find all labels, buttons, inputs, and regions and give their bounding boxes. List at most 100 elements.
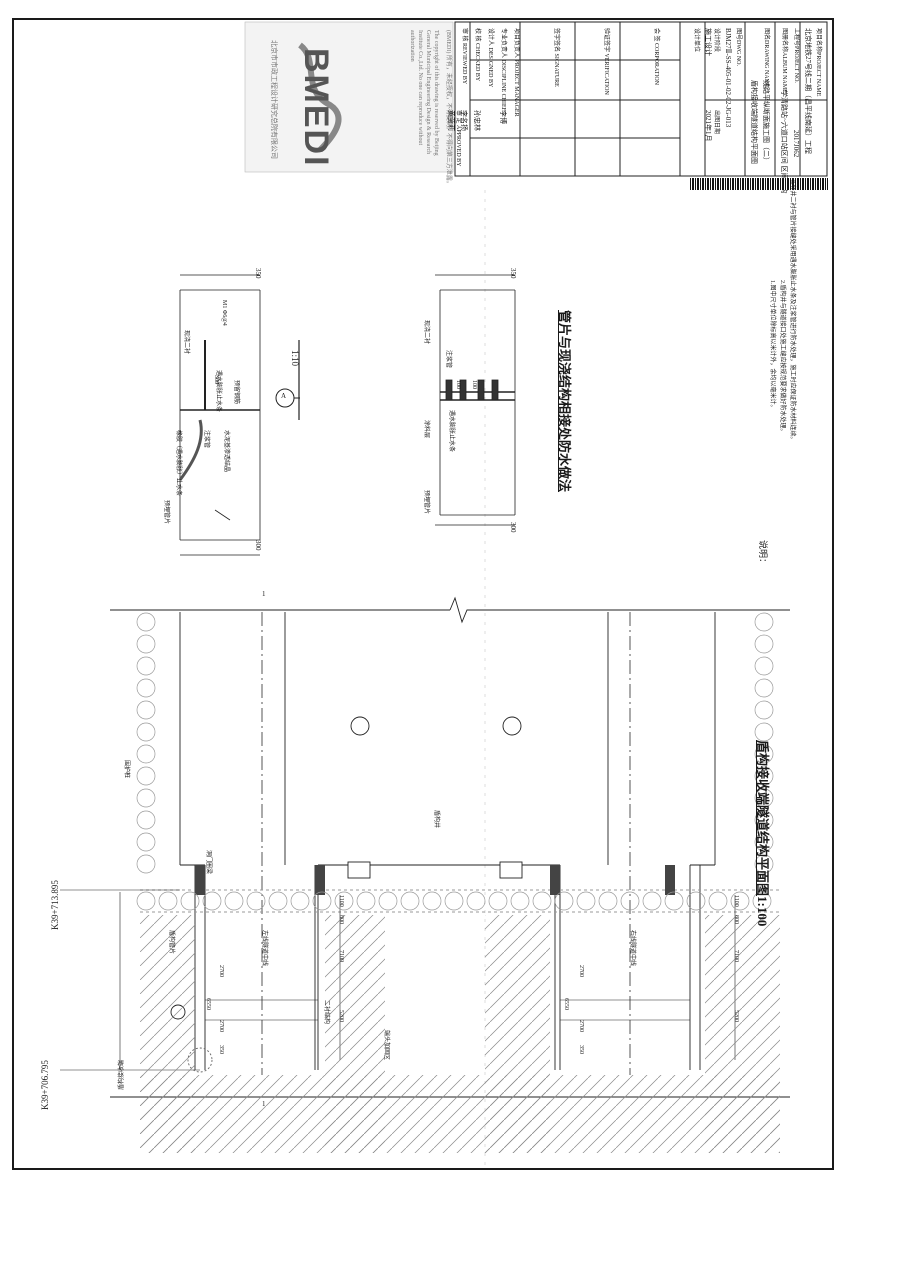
detail-a-label-5: 遇水膨胀止水条 bbox=[215, 370, 221, 413]
detail-a-dim-bottom: 300 bbox=[254, 540, 262, 551]
pile-circle bbox=[576, 891, 596, 911]
pile-circle bbox=[422, 891, 442, 911]
role-1: 专业负责人 DISCIPLINE CHIEF bbox=[500, 28, 506, 112]
logo-wordmark: BMEDI bbox=[297, 48, 335, 168]
plan-dim-2: 2700 bbox=[218, 1020, 224, 1032]
plan-dim-10: 2700 bbox=[578, 1020, 584, 1032]
stage-label: 设计阶段 bbox=[713, 28, 719, 53]
pile-circle bbox=[510, 891, 530, 911]
plan-dim-9: 2700 bbox=[578, 965, 584, 977]
pile-circle bbox=[268, 891, 288, 911]
role-2: 设计人 DESIGNED BY bbox=[487, 28, 493, 88]
pile-circle bbox=[378, 891, 398, 911]
date-label: 出图日期 bbox=[713, 110, 719, 135]
role-5-name: 黄莹莉 bbox=[447, 110, 455, 131]
title-block-lines bbox=[454, 21, 828, 177]
logo-area bbox=[244, 21, 454, 173]
role-4: 审 核 REVIEWED BY bbox=[461, 28, 467, 85]
detail-b-title: 管片与现浇结构相接处防水做法 bbox=[557, 310, 572, 493]
pile-circle bbox=[754, 854, 774, 874]
pile-circle bbox=[754, 634, 774, 654]
detail-a-label-1: 预埋管片 bbox=[163, 500, 169, 525]
plan-label-2: 右线隧道中线 bbox=[629, 930, 635, 967]
detail-a-dim-top: 350 bbox=[254, 268, 262, 279]
plan-dim-0: 6550 bbox=[205, 998, 211, 1010]
barcode bbox=[690, 178, 828, 190]
pile-circle bbox=[554, 891, 574, 911]
pile-circle bbox=[752, 891, 772, 911]
project-name-label: 项目名称PROJECT NAME bbox=[815, 28, 821, 97]
pile-circle bbox=[686, 891, 706, 911]
plan-dim-13: 5200 bbox=[733, 1010, 739, 1022]
sheet-title: 盾构接收端隧道结构平面图 bbox=[750, 80, 758, 164]
detail-b-label-4: 涂料层 bbox=[423, 420, 429, 439]
project-no-label: 工程号PROJECT NO. bbox=[793, 28, 799, 83]
pile-circle bbox=[754, 678, 774, 698]
sheet-title-label: 图名DRAWING NAME bbox=[763, 28, 769, 88]
pile-circle bbox=[136, 832, 156, 852]
pile-circle bbox=[312, 891, 332, 911]
section-mark-top: 1 bbox=[262, 590, 266, 598]
pile-circle bbox=[754, 722, 774, 742]
plan-label-5: 洞门圈梁 bbox=[205, 850, 211, 875]
plan-dim-4: 7100 bbox=[338, 950, 344, 962]
notes-item-1: 2.盾构井与隧道接口处施工缝应按规范要求做好防水处理。 bbox=[779, 280, 785, 435]
pile-circle bbox=[754, 766, 774, 786]
plan-dim-12: 7100 bbox=[733, 950, 739, 962]
pile-circle bbox=[136, 788, 156, 808]
pile-circle bbox=[400, 891, 420, 911]
pile-circle bbox=[136, 656, 156, 676]
misc-label: 设计单位 bbox=[693, 28, 699, 53]
sheet-subtitle: 线路平纵断面施工图（二） bbox=[762, 80, 770, 164]
logo-company-name: 北京市市政工程设计研究总院有限公司 bbox=[270, 40, 278, 159]
pile-circle bbox=[356, 891, 376, 911]
detail-a-label-0: 现浇二衬 bbox=[183, 330, 189, 355]
plan-title: 盾构接收端隧道结构平面图1:100 bbox=[755, 740, 770, 926]
pile-circle bbox=[136, 891, 156, 911]
pile-circle bbox=[754, 612, 774, 632]
pile-circle bbox=[488, 891, 508, 911]
notes-heading: 说明： bbox=[758, 540, 768, 568]
pile-circle bbox=[136, 810, 156, 830]
detail-a-scale: 1:10 bbox=[290, 350, 300, 367]
role-3-name: 孙忠林 bbox=[473, 110, 481, 131]
plan-label-1: 左线隧道中线 bbox=[261, 930, 267, 967]
logo-notice: (BMEDI) 所有，未经授权，不得复制。不得向第三方泄露。 bbox=[445, 30, 451, 187]
pile-circle bbox=[730, 891, 750, 911]
detail-a-anchor: M1 Φ6@4 bbox=[221, 300, 227, 326]
sign-label-1: 验证签字 VERIFICATION bbox=[603, 28, 609, 95]
detail-a-marker: A bbox=[281, 392, 287, 400]
notes-item-0: 1.图中尺寸单位除标高以米计外，余均以毫米计。 bbox=[769, 280, 775, 411]
detail-a-label-6: 预留钢筋 bbox=[233, 380, 239, 405]
pile-circle bbox=[136, 678, 156, 698]
plan-dim-1: 2700 bbox=[218, 965, 224, 977]
detail-a-label-2: 橡胶（遇水膨胀）止水条 bbox=[175, 430, 181, 497]
project-no: 2017J062 bbox=[792, 130, 800, 158]
pile-circle bbox=[708, 891, 728, 911]
plan-label-0: 盾构管片 bbox=[168, 930, 174, 955]
plan-dim-8: 6550 bbox=[563, 998, 569, 1010]
pile-circle bbox=[136, 612, 156, 632]
pile-circle bbox=[466, 891, 486, 911]
drawing-name-label: 图册名称ALBUM NAME bbox=[781, 28, 787, 93]
pile-circle bbox=[290, 891, 310, 911]
detail-b-dim-2: 100 bbox=[471, 380, 477, 389]
plan-scale: 1:100 bbox=[755, 896, 770, 927]
pile-circle bbox=[642, 891, 662, 911]
plan-dim-11: 350 bbox=[578, 1045, 584, 1054]
plan-label-6: 二衬结构 bbox=[323, 1000, 329, 1025]
role-3: 校 核 CHECKED BY bbox=[474, 28, 480, 82]
drawing-no-label: 图号DWG NO. bbox=[735, 28, 741, 66]
pile-circle bbox=[136, 766, 156, 786]
plan-dim-15: 1100 bbox=[733, 895, 739, 907]
detail-b-dim-1: 100 bbox=[455, 380, 461, 389]
logo-copyright: The copyright of this drawing is reserve… bbox=[409, 30, 439, 156]
notes-item-2: 3.竖井二衬与管片接缝处采用遇水膨胀止水条及注浆管进行防水处理，施工时应保证防水… bbox=[789, 180, 795, 443]
plan-title-text: 盾构接收端隧道结构平面图 bbox=[755, 740, 770, 897]
detail-b-label-1: 注浆管 bbox=[445, 350, 451, 369]
pile-circle bbox=[224, 891, 244, 911]
detail-a-label-3: 注浆管 bbox=[203, 430, 209, 449]
soil-hatch-5 bbox=[140, 1075, 780, 1153]
detail-b-dim-top: 350 bbox=[509, 268, 517, 279]
